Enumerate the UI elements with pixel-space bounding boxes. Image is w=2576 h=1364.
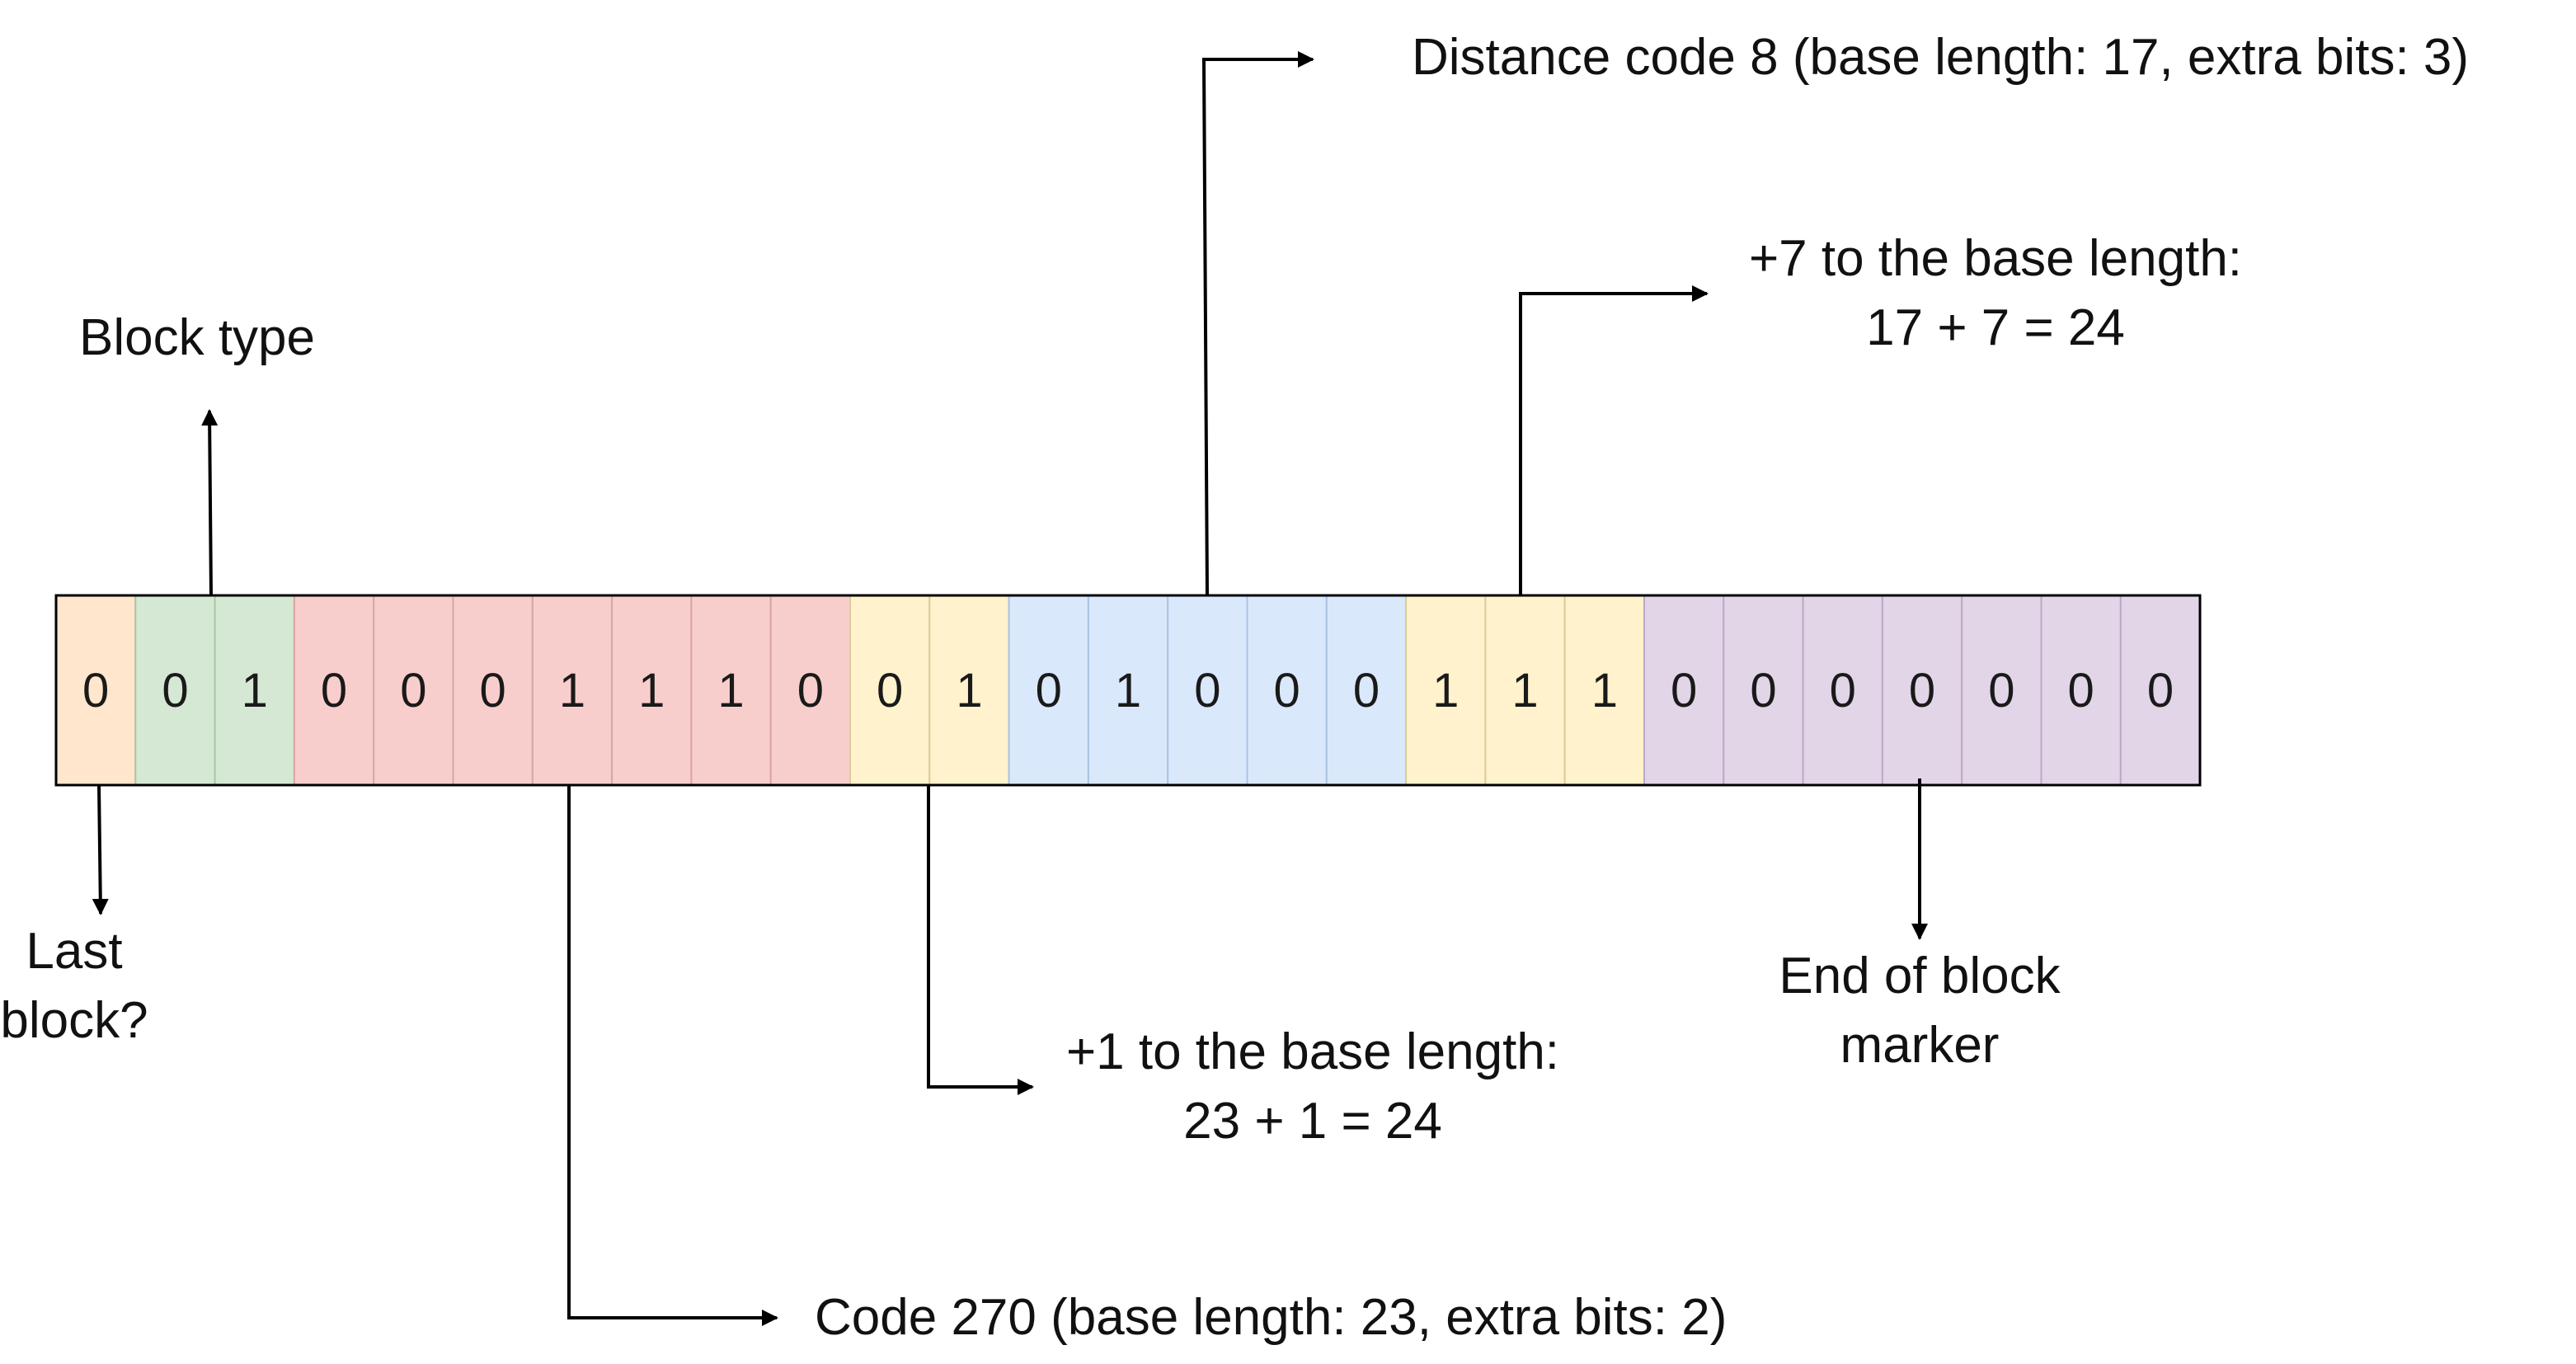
distance-extra-label-line1: +7 to the base length: [1748, 230, 2243, 287]
end-of-block-label: End of block marker [1705, 942, 2134, 1080]
end-of-block-label-line2: marker [1840, 1017, 2000, 1074]
last-block-arrow [92, 784, 109, 915]
bit-value-1: 0 [162, 664, 188, 717]
bit-value-13: 1 [1115, 664, 1141, 717]
length-extra-label-line2: 23 + 1 = 24 [1183, 1093, 1442, 1150]
bit-value-7: 1 [638, 664, 665, 717]
bit-value-23: 0 [1909, 664, 1935, 717]
bit-cell-1 [134, 595, 216, 786]
last-block-label: Last block? [0, 917, 148, 1056]
bit-cell-15 [1246, 595, 1328, 786]
length-extra-arrow [927, 785, 1034, 1095]
bit-value-25: 0 [2068, 664, 2094, 717]
length-extra-label-line1: +1 to the base length: [1065, 1023, 1560, 1080]
last-block-label-line1: Last [26, 923, 123, 980]
last-block-label-line2: block? [0, 992, 148, 1049]
bit-value-11: 1 [956, 664, 982, 717]
bit-value-0: 0 [82, 664, 109, 717]
connector-arrows [92, 51, 1928, 1326]
bit-value-19: 1 [1591, 664, 1618, 717]
distance-code-arrow [1201, 51, 1314, 596]
bit-value-16: 0 [1353, 664, 1380, 717]
bit-cell-18 [1484, 595, 1566, 786]
bit-value-4: 0 [400, 664, 426, 717]
bit-value-18: 1 [1511, 664, 1538, 717]
block-type-arrow [201, 409, 219, 596]
bit-cell-7 [611, 595, 693, 786]
bit-value-5: 0 [480, 664, 506, 717]
length-extra-label: +1 to the base length: 23 + 1 = 24 [1016, 1018, 1610, 1156]
bit-value-9: 0 [797, 664, 824, 717]
bit-value-6: 1 [559, 664, 585, 717]
bit-cell-17 [1405, 595, 1487, 786]
bit-cell-3 [293, 595, 375, 786]
bit-value-21: 0 [1750, 664, 1776, 717]
bit-cell-5 [452, 595, 534, 786]
bit-value-26: 0 [2147, 664, 2174, 717]
bit-value-15: 0 [1274, 664, 1300, 717]
bit-cell-24 [1961, 595, 2042, 786]
distance-extra-arrow [1519, 285, 1709, 595]
code-270-arrow [567, 785, 778, 1326]
end-of-block-label-line1: End of block [1779, 948, 2061, 1004]
bit-cell-20 [1643, 595, 1725, 786]
bit-value-22: 0 [1830, 664, 1856, 717]
bit-cell-19 [1563, 595, 1645, 786]
bit-value-3: 0 [321, 664, 347, 717]
bit-value-14: 0 [1194, 664, 1220, 717]
bit-value-17: 1 [1432, 664, 1459, 717]
bit-value-12: 0 [1036, 664, 1062, 717]
bit-cell-0 [55, 595, 137, 786]
bit-cell-16 [1325, 595, 1408, 786]
bit-value-8: 1 [717, 664, 744, 717]
distance-extra-label: +7 to the base length: 17 + 7 = 24 [1699, 224, 2292, 363]
bit-value-2: 1 [242, 664, 268, 717]
distance-extra-label-line2: 17 + 7 = 24 [1866, 299, 2125, 356]
bit-value-20: 0 [1671, 664, 1697, 717]
bit-cell-9 [769, 595, 852, 786]
bit-cell-11 [928, 595, 1010, 786]
block-type-label: Block type [79, 309, 316, 366]
bit-cell-22 [1802, 595, 1883, 786]
distance-code-label: Distance code 8 (base length: 17, extra … [1412, 29, 2470, 86]
bit-strip-border [54, 594, 2202, 787]
bit-cell-26 [2119, 595, 2202, 786]
code-270-label: Code 270 (base length: 23, extra bits: 2… [815, 1289, 1728, 1346]
bit-value-10: 0 [877, 664, 903, 717]
bit-value-24: 0 [1988, 664, 2014, 717]
